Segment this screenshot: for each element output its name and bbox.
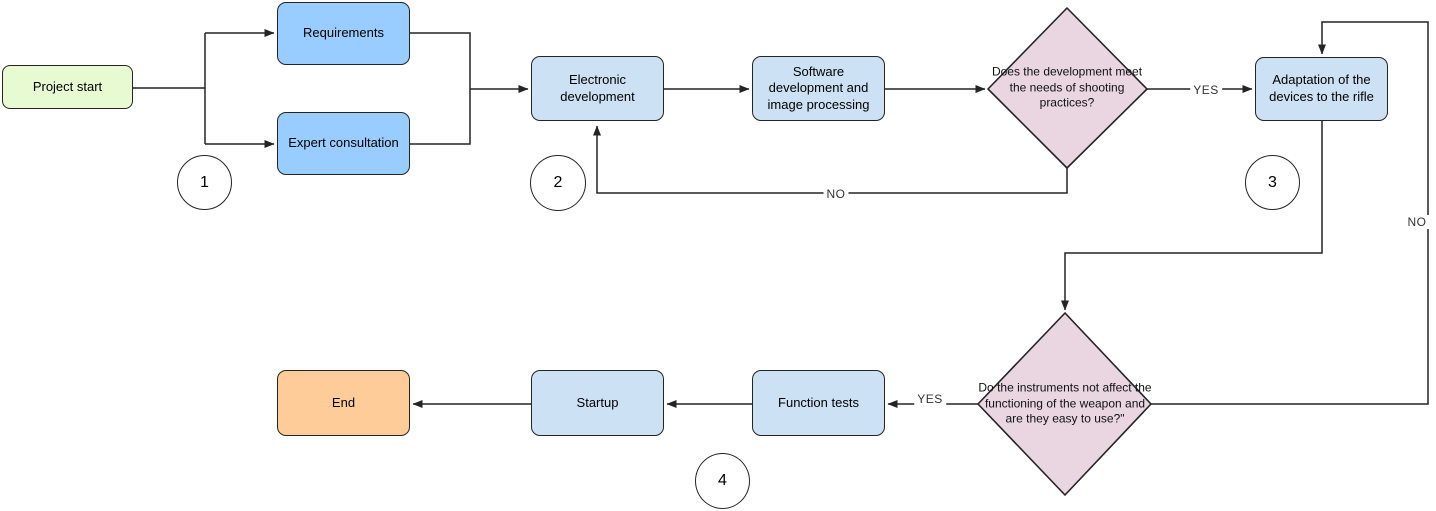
decision-weapon-usability-shape <box>977 312 1152 496</box>
decision-shooting-needs-shape <box>987 7 1148 169</box>
node-requirements: Requirements <box>277 2 410 65</box>
edge-adaptation-to-decision2 <box>1061 121 1323 311</box>
edge-expert-to-merge <box>410 89 471 145</box>
edge-decision2-no-to-adaptation <box>1151 21 1429 405</box>
step-marker-3: 3 <box>1245 155 1300 210</box>
edge-requirements-to-merge <box>410 32 471 89</box>
edge-label-no-electronic: NO <box>823 187 849 201</box>
step-marker-4: 4 <box>695 453 750 509</box>
step-marker-2: 2 <box>530 155 586 211</box>
edge-label-yes-function-tests: YES <box>914 392 946 406</box>
decision-weapon-usability-label: Do the instruments not affect the functi… <box>978 380 1152 426</box>
node-end: End <box>277 370 410 436</box>
node-startup: Startup <box>531 370 664 436</box>
decision-shooting-needs-label: Does the development meet the needs of s… <box>991 64 1143 110</box>
edge-label-yes-adaptation: YES <box>1190 83 1222 97</box>
node-expert-consultation: Expert consultation <box>277 112 410 175</box>
step-marker-1: 1 <box>177 155 232 210</box>
node-project-start: Project start <box>2 65 133 109</box>
edge-label-no-adaptation: NO <box>1404 215 1430 229</box>
edge-decision1-no-to-electronic <box>593 125 1068 194</box>
node-function-tests: Function tests <box>752 370 885 436</box>
node-software-development: Software development and image processin… <box>752 56 885 121</box>
node-adaptation: Adaptation of the devices to the rifle <box>1255 57 1388 121</box>
node-electronic-development: Electronic development <box>531 56 664 121</box>
